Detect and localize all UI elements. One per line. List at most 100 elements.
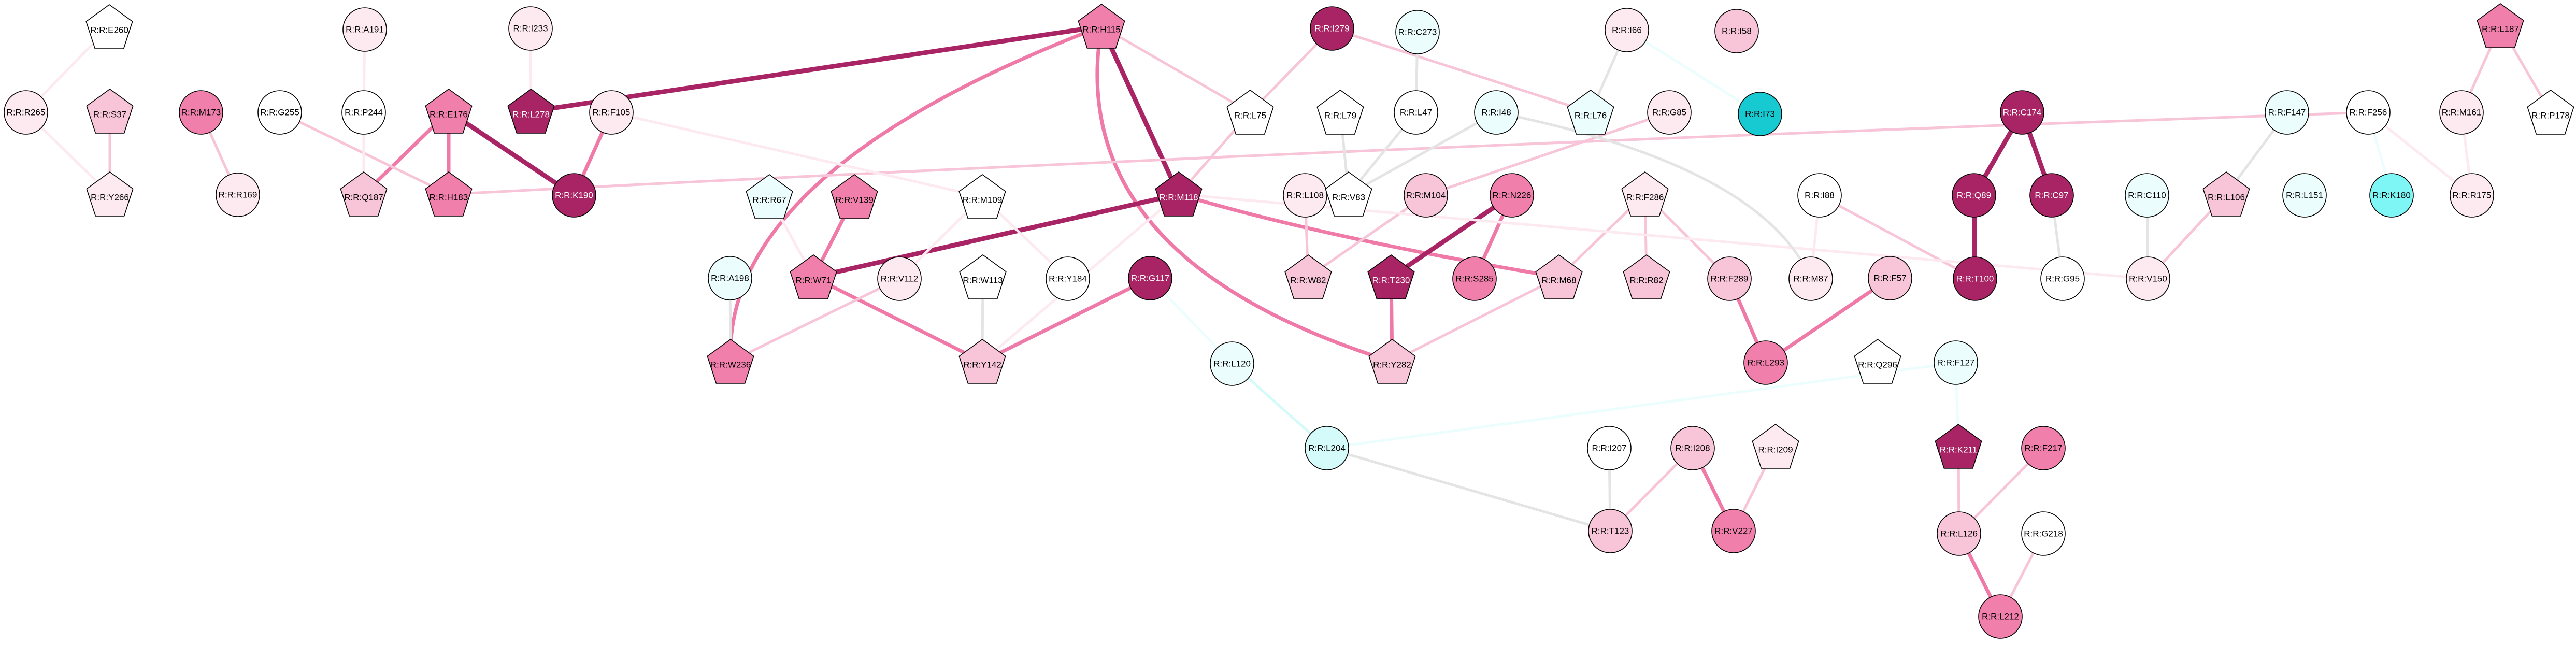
node-label: R:R:S285 [1455,274,1494,284]
node-s285[interactable]: R:R:S285 [1452,256,1497,301]
node-l108[interactable]: R:R:L108 [1283,173,1327,218]
node-k190[interactable]: R:R:K190 [552,173,596,218]
node-f289[interactable]: R:R:F289 [1707,256,1752,301]
node-label: R:R:C97 [2035,191,2068,200]
node-l204[interactable]: R:R:L204 [1305,426,1349,470]
node-q89[interactable]: R:R:Q89 [1952,173,1996,218]
node-l151[interactable]: R:R:L151 [2282,173,2327,218]
node-l76[interactable]: R:R:L76 [1567,90,1614,135]
node-c110[interactable]: R:R:C110 [2125,173,2169,218]
node-label: R:R:E260 [90,25,128,35]
node-h115[interactable]: R:R:H115 [1078,4,1125,49]
node-g85[interactable]: R:R:G85 [1647,90,1692,135]
node-w82[interactable]: R:R:W82 [1284,254,1332,299]
node-y282[interactable]: R:R:Y282 [1368,339,1416,384]
node-m173[interactable]: R:R:M173 [179,90,223,135]
node-c174[interactable]: R:R:C174 [2000,90,2044,135]
node-m104[interactable]: R:R:M104 [1404,173,1448,218]
circle-node-shape [2125,173,2169,218]
node-t230[interactable]: R:R:T230 [1367,254,1415,299]
node-v150[interactable]: R:R:V150 [2126,256,2170,301]
node-l126[interactable]: R:R:L126 [1937,511,1981,556]
node-g117[interactable]: R:R:G117 [1128,256,1172,300]
node-r265[interactable]: R:R:R265 [4,90,48,135]
node-f105[interactable]: R:R:F105 [589,90,634,135]
node-s37[interactable]: R:R:S37 [86,89,134,134]
node-v139[interactable]: R:R:V139 [831,174,878,219]
node-t100[interactable]: R:R:T100 [1953,256,1997,301]
node-v227[interactable]: R:R:V227 [1711,509,1756,553]
node-m118[interactable]: R:R:M118 [1155,171,1203,217]
node-l187[interactable]: R:R:L187 [2477,3,2524,48]
node-f147[interactable]: R:R:F147 [2265,90,2309,135]
node-y184[interactable]: R:R:Y184 [1046,256,1090,301]
circle-node-shape [2021,511,2066,556]
node-l75[interactable]: R:R:L75 [1226,90,1274,135]
node-i279[interactable]: R:R:I279 [1310,6,1354,51]
node-l47[interactable]: R:R:L47 [1394,90,1438,135]
node-l278[interactable]: R:R:L278 [507,89,555,134]
node-h183[interactable]: R:R:H183 [425,171,473,217]
node-l120[interactable]: R:R:L120 [1210,341,1254,386]
node-v83[interactable]: R:R:V83 [1325,171,1372,217]
node-label: R:R:R67 [752,195,786,205]
node-label: R:R:K180 [2372,191,2411,200]
node-i66[interactable]: R:R:I66 [1605,8,1649,52]
node-y142[interactable]: R:R:Y142 [958,339,1006,384]
node-e260[interactable]: R:R:E260 [85,4,133,49]
node-q296[interactable]: R:R:Q296 [1854,339,1901,384]
node-f217[interactable]: R:R:F217 [2021,426,2066,470]
node-f256[interactable]: R:R:F256 [2346,90,2391,135]
pentagon-node-shape [1226,90,1274,135]
node-a191[interactable]: R:R:A191 [342,7,387,52]
node-m109[interactable]: R:R:M109 [958,174,1006,219]
node-n226[interactable]: R:R:N226 [1490,173,1534,218]
node-label: R:R:F57 [1873,274,1906,283]
node-i88[interactable]: R:R:I88 [1797,173,1842,218]
node-c97[interactable]: R:R:C97 [2029,173,2074,218]
node-p178[interactable]: R:R:P178 [2527,90,2574,135]
node-m68[interactable]: R:R:M68 [1535,254,1583,299]
node-f57[interactable]: R:R:F57 [1868,256,1912,300]
node-t123[interactable]: R:R:T123 [1588,509,1633,553]
node-f127[interactable]: R:R:F127 [1934,340,1978,385]
node-i58[interactable]: R:R:I58 [1714,9,1759,53]
node-w236[interactable]: R:R:W236 [707,339,754,384]
node-f286[interactable]: R:R:F286 [1621,171,1669,217]
node-g218[interactable]: R:R:G218 [2021,511,2066,556]
node-w113[interactable]: R:R:W113 [959,254,1007,299]
node-c273[interactable]: R:R:C273 [1395,10,1440,54]
node-l79[interactable]: R:R:L79 [1316,90,1364,135]
node-v112[interactable]: R:R:V112 [877,256,922,301]
node-k180[interactable]: R:R:K180 [2369,173,2414,218]
node-i207[interactable]: R:R:I207 [1587,426,1632,470]
node-k211[interactable]: R:R:K211 [1935,424,1982,469]
node-l106[interactable]: R:R:L106 [2202,171,2250,217]
node-p244[interactable]: R:R:P244 [341,90,386,135]
node-e176[interactable]: R:R:E176 [425,89,473,134]
node-m87[interactable]: R:R:M87 [1788,256,1833,301]
node-q187[interactable]: R:R:Q187 [340,171,388,217]
node-g95[interactable]: R:R:G95 [2040,256,2085,301]
node-r67[interactable]: R:R:R67 [746,174,793,219]
node-m161[interactable]: R:R:M161 [2439,90,2484,135]
node-i233[interactable]: R:R:I233 [508,6,553,51]
node-r82[interactable]: R:R:R82 [1623,254,1670,299]
circle-node-shape [1797,173,1842,218]
node-w71[interactable]: R:R:W71 [790,254,837,299]
node-g255[interactable]: R:R:G255 [257,90,302,135]
node-i73[interactable]: R:R:I73 [1738,92,1782,136]
node-l212[interactable]: R:R:L212 [1978,594,2023,639]
node-y266[interactable]: R:R:Y266 [86,171,134,217]
node-a198[interactable]: R:R:A198 [708,256,752,300]
node-r169[interactable]: R:R:R169 [216,173,260,217]
circle-node-shape [2029,173,2074,218]
node-i208[interactable]: R:R:I208 [1670,426,1715,470]
circle-node-shape [1395,10,1440,54]
node-r175[interactable]: R:R:R175 [2450,173,2494,218]
node-l293[interactable]: R:R:L293 [1743,340,1788,385]
node-i209[interactable]: R:R:I209 [1752,424,1799,469]
circle-node-shape [2346,90,2391,135]
node-i48[interactable]: R:R:I48 [1474,90,1519,135]
circle-node-shape [1743,340,1788,385]
